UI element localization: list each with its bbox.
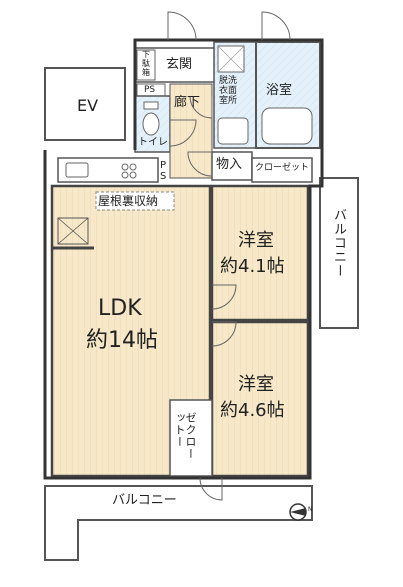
western-room-1-name: 洋室 bbox=[238, 230, 274, 251]
ev-area bbox=[44, 67, 126, 141]
door-bath-top bbox=[261, 11, 291, 41]
kitchen-sink bbox=[65, 162, 89, 178]
washroom-label: 脱洗 衣面 室所 bbox=[219, 76, 238, 106]
ldk-name: LDK bbox=[98, 296, 142, 321]
closet-area bbox=[251, 157, 313, 183]
western-room-2 bbox=[210, 320, 310, 478]
ldk-size: 約14帖 bbox=[86, 328, 158, 353]
walk-closet-area bbox=[169, 399, 213, 477]
balcony-bottom-label: バルコニー bbox=[112, 493, 177, 508]
shoe-box-label: 下 駄 箱 bbox=[142, 50, 150, 77]
attic-storage-label: 屋根裏収納 bbox=[98, 194, 159, 208]
ps-top-label: PS bbox=[144, 85, 156, 95]
outer-wall bbox=[43, 38, 324, 480]
door-wash bbox=[189, 95, 213, 119]
ev-label: EV bbox=[77, 96, 99, 115]
corridor-label: 廊下 bbox=[174, 95, 201, 110]
storage-area bbox=[211, 151, 253, 181]
shoe-box bbox=[136, 49, 156, 81]
western-room-1-size: 約4.1帖 bbox=[220, 256, 285, 277]
door-entrance bbox=[167, 11, 197, 41]
attic-hatch bbox=[57, 217, 89, 245]
balcony-right bbox=[319, 177, 359, 329]
western-room-1 bbox=[210, 184, 310, 322]
entrance-label: 玄関 bbox=[166, 57, 193, 72]
bathroom-label: 浴室 bbox=[266, 83, 293, 98]
door-ldk-bottom bbox=[199, 477, 223, 501]
storage-label: 物入 bbox=[216, 157, 243, 172]
toilet-tank bbox=[143, 101, 159, 110]
western-room-2-size: 約4.6帖 bbox=[220, 400, 285, 421]
balcony-bottom bbox=[44, 485, 313, 561]
compass-label: N bbox=[308, 506, 313, 513]
door-western2 bbox=[211, 321, 237, 347]
ps-side-label: P S bbox=[160, 160, 167, 182]
wash-basin bbox=[217, 117, 249, 145]
door-entrance-in bbox=[187, 151, 213, 177]
corridor-area bbox=[169, 83, 213, 179]
balcony-side-label: バルコニー bbox=[331, 208, 346, 278]
door-western1 bbox=[211, 284, 237, 310]
walk-closet-label: ゼクロー ットー bbox=[173, 412, 197, 460]
toilet-bowl bbox=[142, 112, 160, 136]
compass-needle bbox=[290, 508, 306, 516]
door-toilet bbox=[169, 119, 197, 147]
bathtub bbox=[261, 107, 313, 145]
closet-label: クローゼット bbox=[255, 163, 310, 173]
western-room-2-name: 洋室 bbox=[238, 374, 274, 395]
toilet-label: トイレ bbox=[138, 137, 168, 148]
